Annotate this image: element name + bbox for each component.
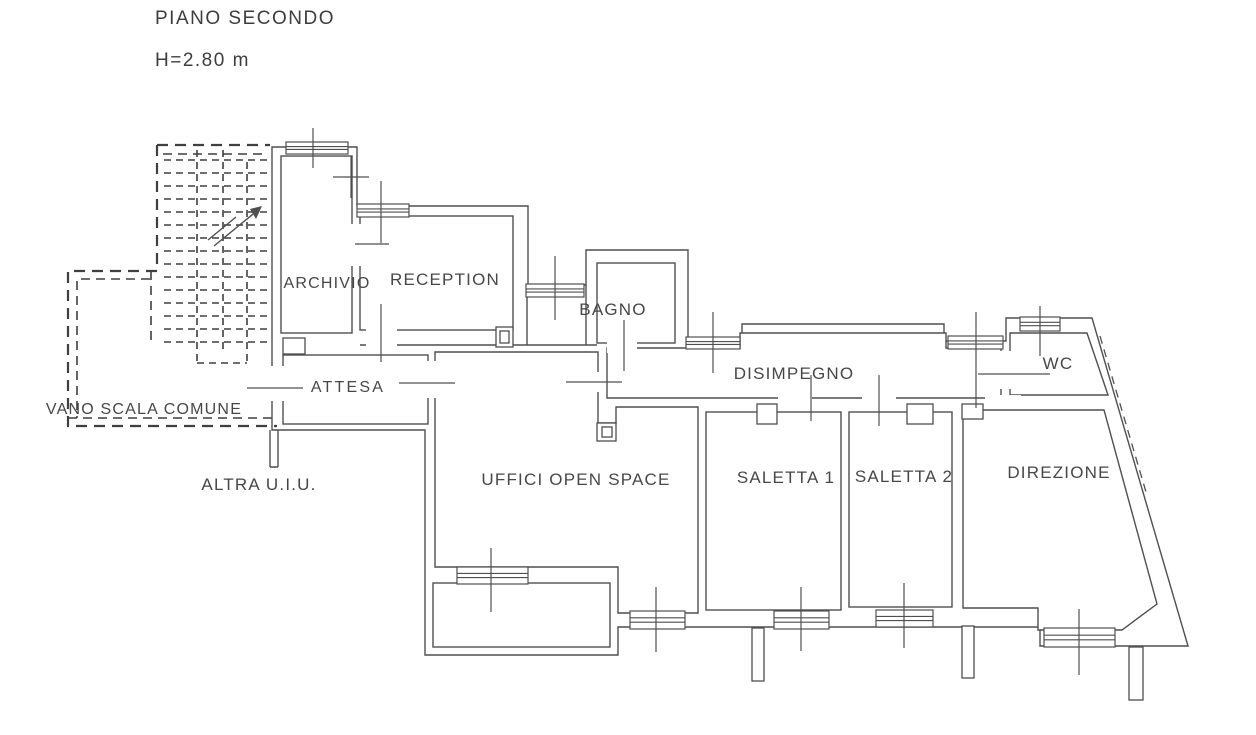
pilaster-attesa <box>282 337 306 355</box>
label-direzione: DIREZIONE <box>1007 463 1111 482</box>
window-icon <box>285 141 349 155</box>
balcony-parapet <box>432 582 611 648</box>
page-title: PIANO SECONDO <box>155 8 335 29</box>
stairwell-outline-inner <box>68 153 275 419</box>
door-direzione <box>985 395 1021 409</box>
room-attesa <box>282 354 429 425</box>
label-reception: RECEPTION <box>390 270 500 289</box>
pilaster-direzione <box>961 403 984 420</box>
column-reception-core <box>499 330 510 344</box>
door-attesa-stairs <box>268 366 285 401</box>
label-saletta-2: SALETTA 2 <box>854 467 954 486</box>
altra-uiu-boundary-stub <box>269 430 279 468</box>
pillar-south-1 <box>751 627 765 682</box>
pillar-south-3 <box>1128 646 1144 701</box>
room-saletta-1 <box>705 411 842 611</box>
label-disimpegno: DISIMPEGNO <box>733 364 855 383</box>
label-wc: WC <box>1042 354 1074 373</box>
label-uffici-open-space: UFFICI OPEN SPACE <box>481 470 671 489</box>
column-disimpegno-core <box>601 426 613 438</box>
door-attesa-uffici <box>425 361 438 398</box>
label-bagno: BAGNO <box>579 300 647 319</box>
door-archivio-reception <box>349 224 362 266</box>
label-vano-scala-comune: VANO SCALA COMUNE <box>45 401 243 418</box>
window-icon <box>629 610 686 630</box>
pillar-south-2 <box>961 625 975 679</box>
stairwell-outline <box>66 143 277 428</box>
door-openings <box>268 224 1021 409</box>
pilaster-saletta-2 <box>906 403 934 425</box>
stair-direction-arrow <box>207 206 262 247</box>
room-saletta-2 <box>848 411 953 608</box>
label-attesa: ATTESA <box>310 379 386 396</box>
label-archivio: ARCHIVIO <box>283 275 371 292</box>
stair-treads <box>164 159 268 343</box>
room-archivio <box>280 155 353 334</box>
door-bagno <box>607 340 637 353</box>
survey-ticks <box>247 128 1080 675</box>
stairwell-common <box>66 143 277 428</box>
pilaster-saletta-1 <box>756 403 778 425</box>
ceiling-height: H=2.80 m <box>155 50 250 71</box>
door-saletta-1 <box>778 395 812 409</box>
room-uffici-open-space <box>434 351 699 614</box>
label-saletta-1: SALETTA 1 <box>736 468 836 487</box>
window-icon <box>456 566 529 585</box>
interior-walls <box>269 285 597 468</box>
label-altra-uiu: ALTRA U.I.U. <box>201 475 317 494</box>
room-reception <box>359 215 514 331</box>
stair-stringers <box>196 150 248 364</box>
structural-features <box>282 326 1144 701</box>
window-icon <box>356 203 410 218</box>
rooms-group <box>280 155 1158 631</box>
room-bagno <box>596 262 676 344</box>
door-wc <box>1000 351 1012 389</box>
